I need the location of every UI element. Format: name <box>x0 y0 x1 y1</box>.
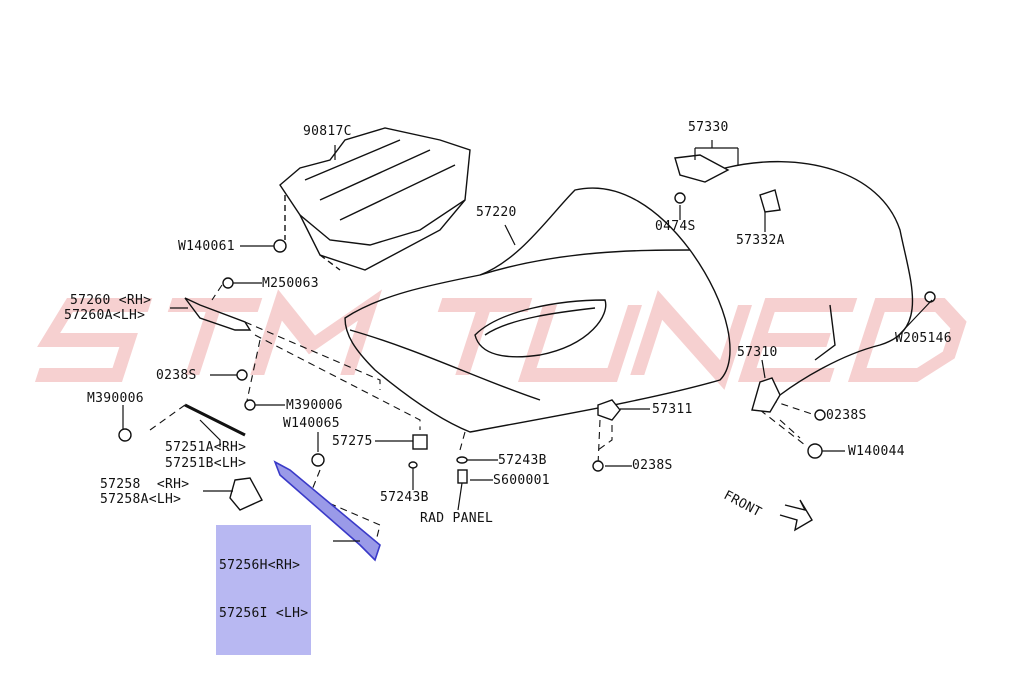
label-0238S: 0238S <box>156 368 197 383</box>
label-M390006: M390006 <box>87 391 144 406</box>
support-part <box>229 477 263 511</box>
label-57258A: 57258A<LH> <box>100 492 182 507</box>
label-rad-panel: RAD PANEL <box>420 511 494 526</box>
label-M390006: M390006 <box>286 398 343 413</box>
label-57251A: 57251A<RH> <box>165 440 247 455</box>
label-57310: 57310 <box>737 345 778 360</box>
label-57258: 57258 <RH> <box>100 477 190 492</box>
label-57260: 57260 <RH> <box>70 293 152 308</box>
fasteners <box>118 192 936 484</box>
label-57256I: 57256I <LH> <box>219 606 309 621</box>
label-W140061: W140061 <box>178 239 235 254</box>
label-M250063: M250063 <box>262 276 319 291</box>
hood-stay-part <box>184 403 246 437</box>
label-0474S: 0474S <box>655 219 696 234</box>
label-S600001: S600001 <box>493 473 550 488</box>
label-57332A: 57332A <box>736 233 785 248</box>
label-57330: 57330 <box>688 120 729 135</box>
highlighted-part-label[interactable]: 57256H<RH> 57256I <LH> <box>216 525 312 655</box>
label-57243B: 57243B <box>498 453 547 468</box>
label-57220: 57220 <box>476 205 517 220</box>
front-arrow-icon <box>779 499 813 532</box>
label-W205146: W205146 <box>895 331 952 346</box>
label-57260A: 57260A<LH> <box>64 308 146 323</box>
release-handle-part <box>674 154 730 183</box>
seal-part-highlighted <box>273 460 381 562</box>
label-0238S: 0238S <box>826 408 867 423</box>
cable-clip-part <box>759 189 781 213</box>
label-57243B: 57243B <box>380 490 429 505</box>
hood-part <box>344 187 731 433</box>
hood-hinge-part <box>184 297 252 331</box>
assembly-lines <box>149 284 816 546</box>
label-W140044: W140044 <box>848 444 905 459</box>
cowl-cover-part <box>279 127 471 271</box>
label-0238S: 0238S <box>632 458 673 473</box>
release-cable <box>724 161 914 396</box>
cable-branch <box>814 304 836 361</box>
label-90817C: 90817C <box>303 124 352 139</box>
label-57251B: 57251B<LH> <box>165 456 247 471</box>
label-57256H: 57256H<RH> <box>219 558 301 573</box>
label-W140065: W140065 <box>283 416 340 431</box>
label-leaders <box>122 140 933 542</box>
label-57275: 57275 <box>332 434 373 449</box>
label-57311: 57311 <box>652 402 693 417</box>
